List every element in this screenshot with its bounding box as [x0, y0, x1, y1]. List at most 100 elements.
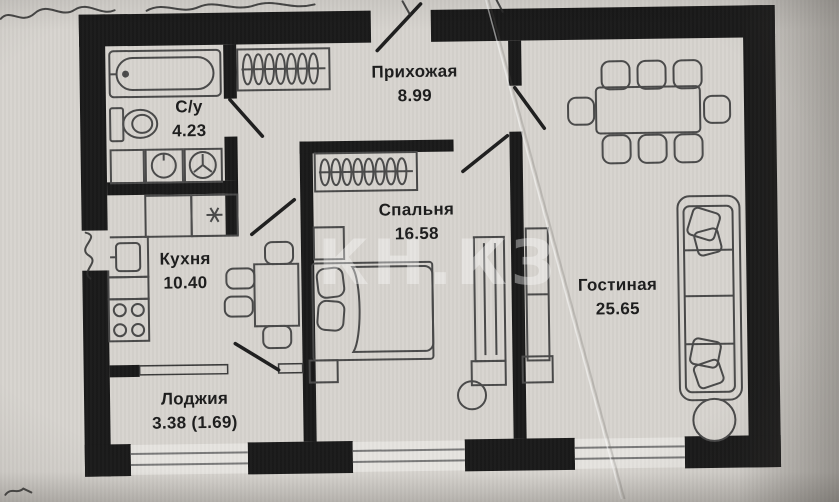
crease-line	[484, 0, 623, 500]
wardrobe-hangers-icon	[313, 151, 419, 193]
wall-corridor-stub	[225, 193, 239, 236]
chair-icon	[601, 134, 632, 165]
window-line	[352, 459, 465, 463]
bed-icon	[311, 260, 435, 362]
living-window	[574, 437, 686, 469]
hanger	[296, 52, 308, 85]
window-line	[130, 451, 248, 456]
room-area: 10.40	[163, 273, 208, 293]
window-line	[130, 462, 248, 467]
burner	[112, 303, 127, 318]
chair-icon	[263, 240, 295, 266]
wall-bathroom-right-upper	[223, 44, 237, 99]
washbasin-icon	[144, 148, 185, 184]
chair-icon	[672, 59, 703, 90]
wall-bottom-4	[684, 434, 782, 469]
chair-icon	[225, 267, 256, 290]
hanger	[263, 53, 275, 86]
window-gap	[130, 443, 249, 476]
hanger	[385, 157, 397, 186]
wall-kitchen-bedroom	[299, 141, 317, 442]
sofa-divider	[684, 248, 734, 252]
room-name: Гостиная	[577, 274, 658, 295]
hanger	[307, 52, 319, 85]
wardrobe-box	[236, 47, 331, 92]
wall-bathroom-bottom	[107, 180, 239, 196]
handwriting-mark	[401, 0, 411, 16]
toilet-icon	[122, 108, 159, 139]
room-name: Лоджия	[160, 388, 229, 409]
handwriting-mark	[84, 231, 94, 280]
sink-bowl	[114, 241, 142, 273]
loggia-door	[233, 341, 281, 372]
wall-bottom-2	[247, 440, 354, 475]
washing-machine-mark	[202, 164, 213, 173]
wall-bedroom-top	[299, 139, 454, 154]
pillow	[316, 299, 346, 332]
washing-machine-icon	[183, 147, 224, 184]
room-name: Прихожая	[371, 61, 458, 82]
window-line	[574, 445, 685, 449]
wall-top-left	[78, 10, 372, 47]
entrance-door	[375, 2, 423, 53]
hanger	[319, 158, 331, 187]
bathroom-door	[228, 97, 265, 138]
pillow	[689, 337, 722, 369]
burner	[113, 323, 128, 338]
chair-icon	[673, 133, 704, 164]
bench-icon	[308, 359, 339, 384]
handwriting-scribble	[4, 487, 33, 496]
bedroom-door	[461, 134, 510, 174]
tv-unit-icon	[472, 235, 507, 363]
living-door	[512, 85, 547, 131]
hanger	[285, 52, 297, 85]
hanger	[374, 157, 386, 186]
room-area: 3.38 (1.69)	[151, 412, 238, 433]
loggia-partition-stub	[277, 362, 304, 374]
bedroom-window	[352, 440, 466, 472]
burner	[131, 322, 146, 337]
tv-unit-base	[470, 359, 507, 387]
cabinet-icon	[109, 148, 146, 185]
wall-hall-living-stub	[508, 40, 522, 86]
chair-icon	[262, 324, 293, 350]
kitchen-table-icon	[253, 262, 301, 328]
room-label-bedroom: Спальня 16.58	[356, 197, 477, 247]
bathtub-inner	[115, 56, 215, 91]
handwriting-scribble	[145, 1, 316, 12]
tv-unit-shelf	[482, 243, 487, 356]
room-label-living: Гостиная 25.65	[558, 272, 677, 322]
wall-loggia-left-block	[109, 364, 140, 378]
hanger-rail	[241, 67, 326, 71]
wardrobe-box	[313, 151, 419, 193]
tv-unit-shelf	[493, 242, 498, 355]
hanger	[341, 158, 353, 187]
wall-right	[742, 5, 782, 468]
furniture	[106, 47, 743, 442]
sofa-seat	[682, 204, 736, 394]
doors	[228, 2, 547, 372]
pillow	[692, 358, 725, 390]
loggia-window	[130, 443, 249, 476]
room-area: 25.65	[595, 299, 640, 319]
washing-machine-mark	[193, 164, 204, 173]
nightstand-icon	[312, 226, 346, 261]
chair-icon	[636, 59, 667, 90]
crease-shadow	[487, 0, 626, 500]
room-label-loggia: Лоджия 3.38 (1.69)	[117, 386, 273, 436]
chair-icon	[600, 60, 631, 91]
windows	[130, 437, 686, 476]
wall-bottom-3	[464, 437, 576, 472]
hanger	[274, 52, 286, 85]
room-area: 4.23	[172, 121, 207, 141]
handwriting	[0, 0, 504, 496]
wardrobe-hangers-icon	[236, 47, 331, 92]
room-label-hallway: Прихожая 8.99	[354, 59, 475, 109]
walls	[78, 5, 782, 477]
kitchen-door	[250, 198, 297, 237]
blanket	[350, 264, 435, 353]
pillow	[693, 227, 723, 257]
handwriting-scribble	[0, 5, 116, 20]
